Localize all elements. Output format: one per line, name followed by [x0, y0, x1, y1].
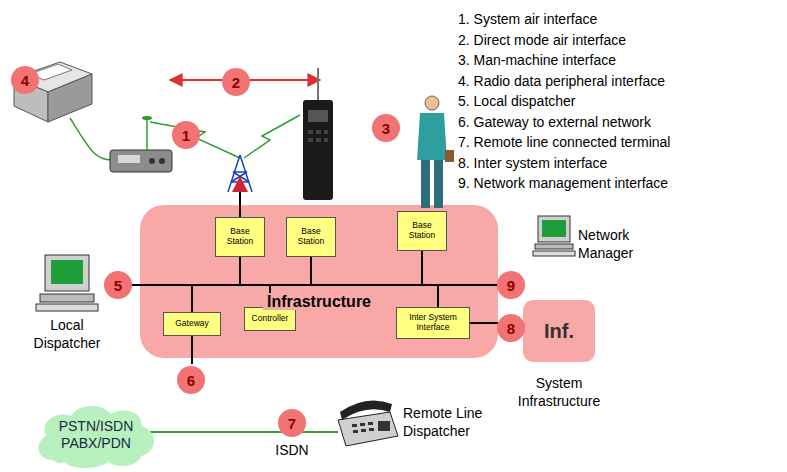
node-title: Inf.	[544, 320, 574, 343]
device-label: Remote Line Dispatcher	[403, 404, 493, 440]
isdn-line	[150, 431, 338, 433]
inter-system-box: Inter System Interface	[396, 307, 470, 339]
node-title: Base Station	[398, 221, 446, 241]
infrastructure-ground	[140, 205, 498, 358]
callout-number: 5	[104, 271, 132, 299]
bus-wire	[105, 192, 498, 364]
mobile-radio-icon	[70, 116, 172, 172]
callout-number: 7	[278, 409, 306, 437]
system-infrastructure-box: Inf.System Infrastructure	[523, 300, 595, 362]
device-label: Network Manager	[578, 226, 654, 262]
legend-list-item: 1. System air interface	[458, 11, 597, 27]
base-station-box: Base Station	[397, 211, 447, 251]
computer-icon	[36, 255, 98, 311]
node-title: Gateway	[173, 319, 211, 329]
node-title: Inter System Interface	[397, 313, 469, 333]
network-cloud: PSTN/ISDN PABX/PDN	[34, 402, 158, 468]
node-title: PSTN/ISDN PABX/PDN	[34, 418, 158, 452]
node-title: Infrastructure	[140, 293, 498, 311]
callout-number: 4	[11, 66, 39, 94]
handheld-radio-icon	[303, 68, 333, 200]
legend-list-item: 8. Inter system interface	[458, 155, 607, 171]
node-caption: System Infrastructure	[509, 374, 609, 410]
base-station-tower	[228, 155, 252, 192]
gateway-box: Gateway	[163, 312, 221, 336]
node-title: Controller	[250, 314, 291, 324]
computer-icon	[533, 216, 575, 256]
device-label: Local Dispatcher	[27, 316, 107, 352]
base-station-box: Base Station	[215, 217, 265, 257]
person-figure	[417, 96, 454, 208]
air-link	[244, 115, 300, 158]
base-station-box: Base Station	[286, 217, 336, 257]
legend-list-item: 6. Gateway to external network	[458, 114, 651, 130]
infrastructure-region: Base Station Base Station Base StationGate…	[140, 205, 498, 358]
callout-number: 3	[372, 114, 400, 142]
legend-list-item: 2. Direct mode air interface	[458, 32, 626, 48]
callout-number: 2	[222, 68, 250, 96]
infrastructure-label: Infrastructure	[263, 293, 375, 310]
callout-number: 8	[497, 314, 525, 342]
controller-box: Controller	[244, 307, 296, 331]
callout-number: 6	[177, 366, 205, 394]
node-title: Base Station	[287, 227, 335, 247]
callout-number: 9	[497, 271, 525, 299]
device-label: ISDN	[262, 441, 322, 459]
telephone-icon	[338, 400, 398, 446]
callout-number: 1	[172, 121, 200, 149]
legend-list-item: 9. Network management interface	[458, 175, 668, 191]
node-title: Base Station	[216, 227, 264, 247]
legend-list-item: 3. Man-machine interface	[458, 52, 616, 68]
air-link	[150, 122, 240, 158]
legend-list-item: 7. Remote line connected terminal	[458, 134, 670, 150]
legend-list-item: 5. Local dispatcher	[458, 93, 576, 109]
legend-list-item: 4. Radio data peripheral interface	[458, 73, 665, 89]
